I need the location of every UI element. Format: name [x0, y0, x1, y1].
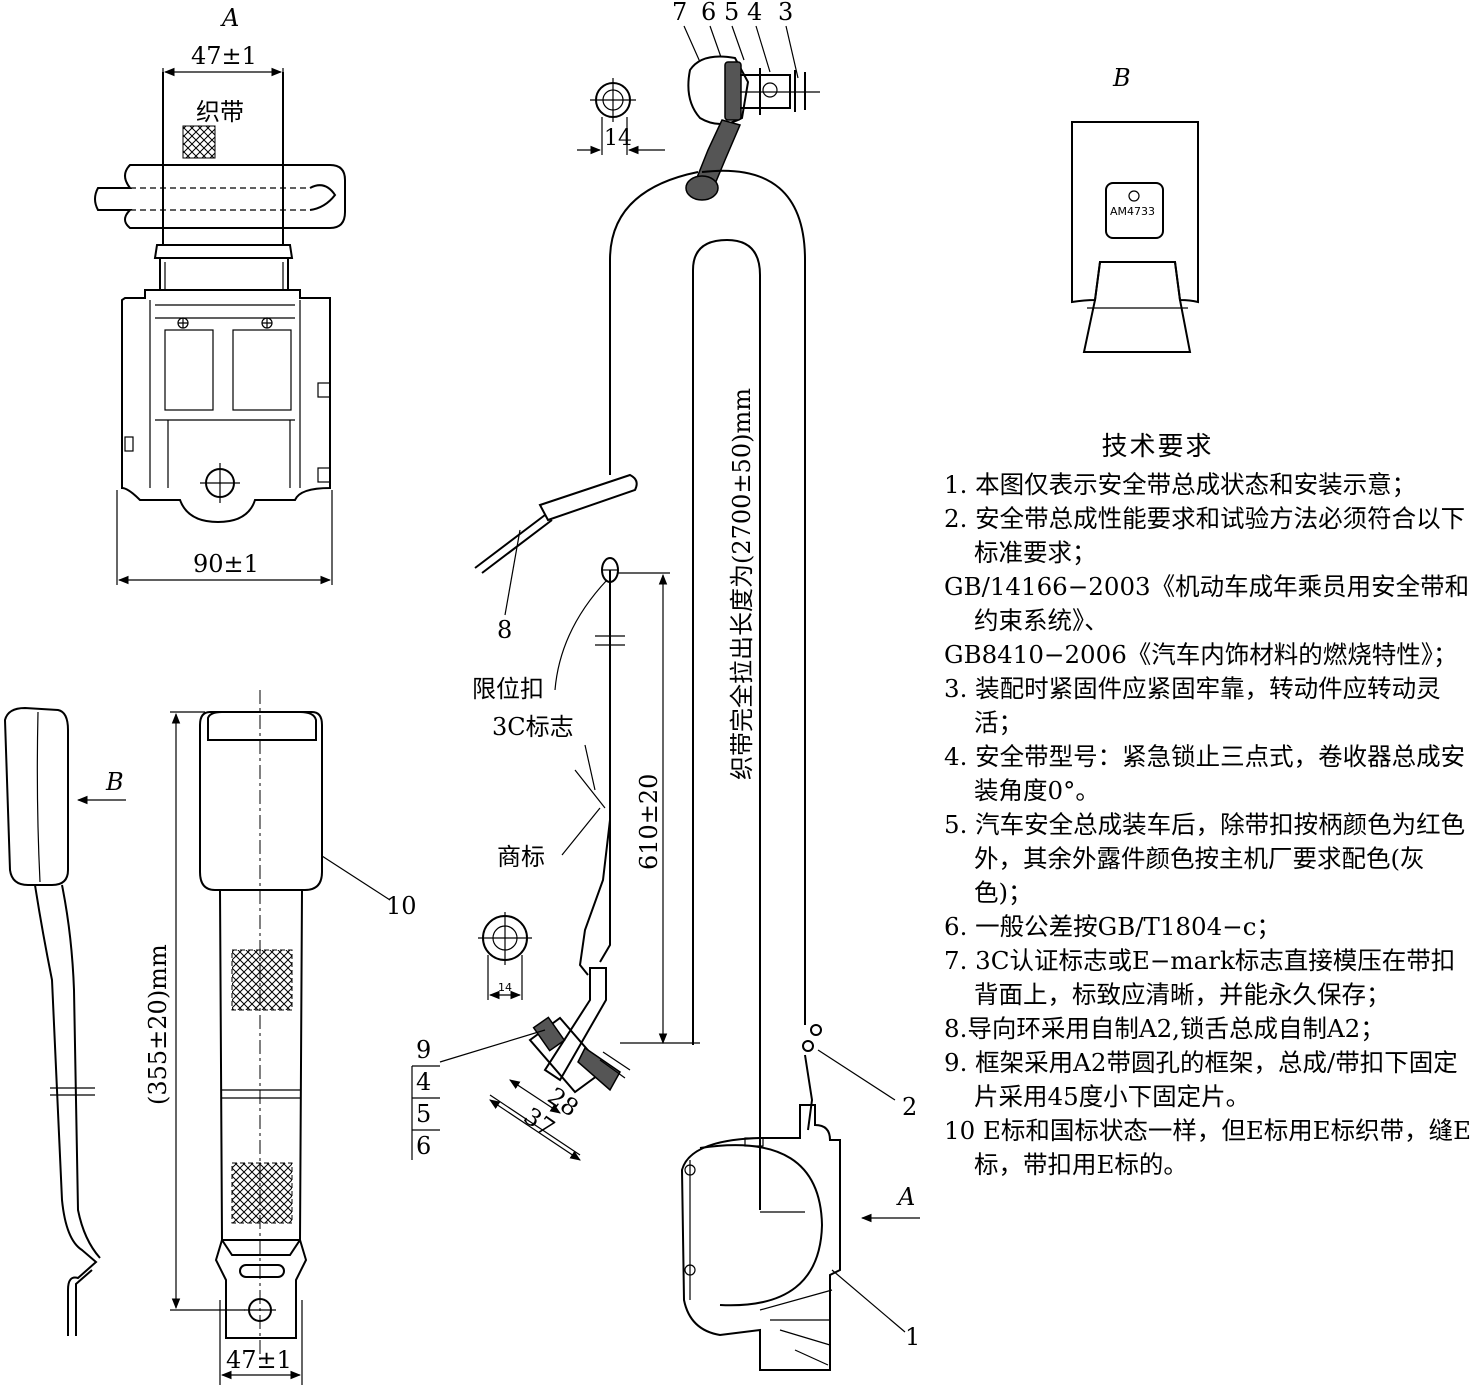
- view-a-retractor: A 47±1 织带 90±1: [94, 4, 346, 585]
- callout-5: 5: [724, 0, 739, 26]
- tech-title: 技术要求: [1101, 432, 1214, 462]
- bolt-detail-bottom: 14: [478, 912, 532, 1000]
- callout-5-bottom: 5: [416, 1100, 431, 1128]
- tech-item: 6. 一般公差按GB/T1804−c；: [944, 912, 1281, 941]
- callout-9: 9: [416, 1036, 431, 1064]
- pullout-length-label: 织带完全拉出长度为(2700±50)mm: [728, 388, 756, 780]
- tech-item: 2. 安全带总成性能要求和试验方法必须符合以下标准要求；: [944, 504, 1466, 567]
- bolt-detail-top: 14: [577, 78, 665, 155]
- buckle-front-view: (355±20)mm 47±1 10: [144, 690, 417, 1385]
- stop-button-label: 限位扣: [472, 675, 544, 703]
- callout-6-bottom: 6: [416, 1132, 431, 1160]
- tech-item: 9. 框架采用A2带圆孔的框架，总成/带扣下固定片采用45度小下固定片。: [944, 1048, 1458, 1111]
- dim-buckle-length: (355±20)mm: [144, 944, 172, 1105]
- belt-assembly-main: 7 6 5 4 3 织带完全拉出长度为(2700±50)mm: [411, 0, 920, 1371]
- tech-item: 10 E标和国标状态一样，但E标用E标织带，缝E标，带扣用E标的。: [944, 1116, 1471, 1179]
- dim-stop-distance: 610±20: [635, 774, 663, 870]
- callout-6: 6: [701, 0, 716, 26]
- callout-10: 10: [386, 892, 417, 920]
- tech-item: 7. 3C认证标志或E−mark标志直接模压在带扣背面上，标致应清晰，并能永久保…: [944, 946, 1456, 1009]
- tech-item: 5. 汽车安全总成装车后，除带扣按柄颜色为红色外，其余外露件颜色按主机厂要求配色…: [944, 810, 1466, 907]
- tech-item: 3. 装配时紧固件应紧固牢靠，转动件应转动灵活；: [944, 674, 1441, 737]
- tech-item: 4. 安全带型号：紧急锁止三点式，卷收器总成安装角度0°。: [944, 742, 1466, 805]
- callout-4-bottom: 4: [416, 1068, 431, 1096]
- technical-requirements: 技术要求 1. 本图仅表示安全带总成状态和安装示意； 2. 安全带总成性能要求和…: [930, 430, 1475, 1182]
- mark-3c-label: 3C标志: [492, 713, 574, 741]
- top-callouts: 7 6 5 4 3: [672, 0, 799, 79]
- webbing-label: 织带: [196, 98, 244, 126]
- tech-item: GB8410−2006《汽车内饰材料的燃烧特性》；: [944, 640, 1458, 669]
- buckle-plate-code: AM4733: [1110, 205, 1155, 218]
- view-b-buckle-back: B AM4733: [1071, 64, 1199, 353]
- dim-retractor-width: 90±1: [193, 550, 259, 578]
- buckle-side-profile: B: [3, 706, 126, 1336]
- arrow-a-label: A: [896, 1183, 915, 1211]
- tech-list: 1. 本图仅表示安全带总成状态和安装示意； 2. 安全带总成性能要求和试验方法必…: [930, 468, 1475, 1182]
- callout-4: 4: [747, 0, 762, 26]
- dim-bolt-bottom: 14: [498, 981, 512, 994]
- arrow-b-label: B: [105, 768, 124, 796]
- callout-1: 1: [905, 1323, 920, 1351]
- callout-2: 2: [902, 1093, 917, 1121]
- trademark-label: 商标: [497, 843, 545, 871]
- view-b-label: B: [1112, 64, 1131, 92]
- callout-8: 8: [497, 616, 512, 644]
- dim-webbing-width-bottom: 47±1: [226, 1346, 292, 1374]
- dim-bolt-top: 14: [604, 126, 632, 151]
- dim-webbing-width-top: 47±1: [191, 42, 257, 70]
- tech-item: GB/14166−2003《机动车成年乘员用安全带和约束系统》、: [944, 572, 1470, 635]
- tech-item: 1. 本图仅表示安全带总成状态和安装示意；: [944, 470, 1417, 499]
- callout-7: 7: [672, 0, 687, 26]
- view-a-label: A: [220, 4, 239, 32]
- tech-item: 8.导向环采用自制A2,锁舌总成自制A2；: [944, 1014, 1385, 1043]
- callout-3: 3: [778, 0, 793, 26]
